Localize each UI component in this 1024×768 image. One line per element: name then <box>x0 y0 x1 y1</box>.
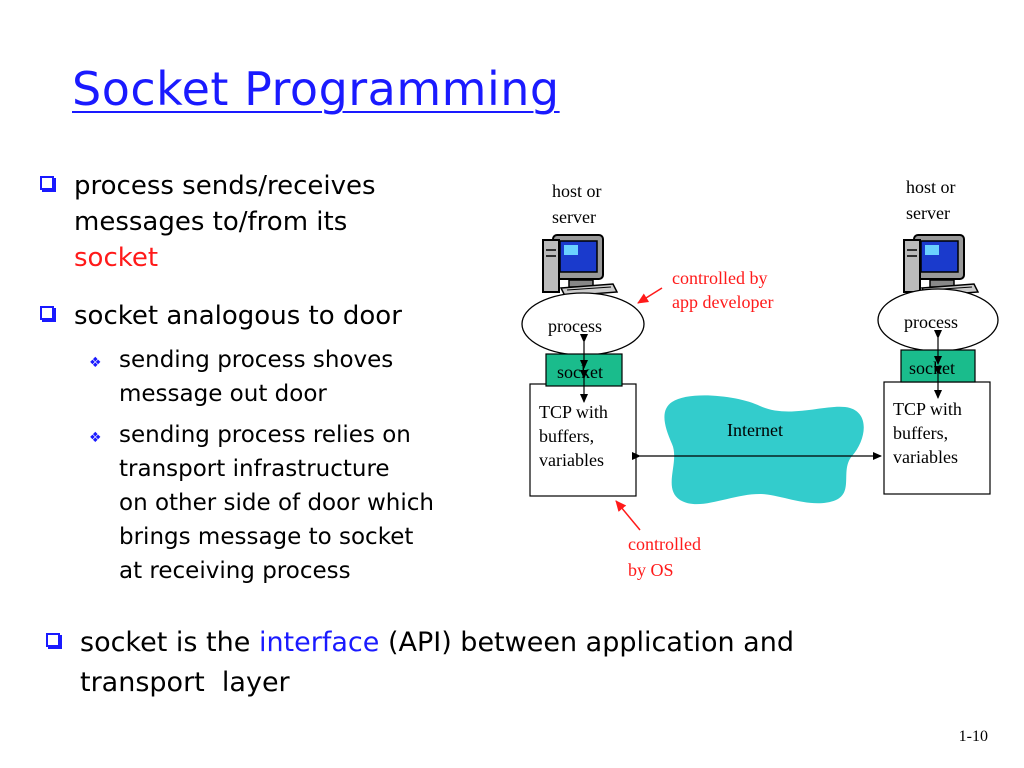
sub-2-line-4: brings message to socket <box>119 524 414 550</box>
right-host-line-2: server <box>906 203 950 223</box>
square-bullet-icon <box>40 306 54 320</box>
left-tcp-line-1: TCP with <box>539 402 608 422</box>
bullet-3-pre: socket is the <box>80 627 259 658</box>
os-pointer-arrow <box>615 500 641 531</box>
app-developer-pointer-arrow <box>637 287 663 304</box>
internet-label: Internet <box>727 420 783 440</box>
right-tcp-line-3: variables <box>893 447 958 467</box>
bullet-3-line-2: transport layer <box>80 667 290 698</box>
square-bullet-icon <box>40 176 54 190</box>
square-bullet-icon <box>46 633 60 647</box>
bullet-1-line-2: messages to/from its <box>74 207 348 237</box>
sub-bullet-relies: ❖ sending process relies on transport in… <box>89 418 434 588</box>
diamond-bullet-icon: ❖ <box>89 355 102 371</box>
sub-1-line-1: sending process shoves <box>119 347 394 373</box>
internet-cloud <box>664 395 864 505</box>
slide-number: 1-10 <box>958 728 988 745</box>
right-host-line-1: host or <box>906 177 956 197</box>
diamond-bullet-icon: ❖ <box>89 430 102 446</box>
bullet-interface: socket is the interface (API) between ap… <box>46 623 794 703</box>
sub-2-line-1: sending process relies on <box>119 422 411 448</box>
left-host-line-1: host or <box>552 181 602 201</box>
sub-2-line-5: at receiving process <box>119 558 351 584</box>
right-tcp-line-1: TCP with <box>893 399 962 419</box>
bullet-process-sends: process sends/receives messages to/from … <box>40 168 376 276</box>
bullet-3-post: (API) between application and <box>379 627 794 658</box>
sub-2-line-2: transport infrastructure <box>119 456 390 482</box>
bullet-2-text: socket analogous to door <box>74 301 402 331</box>
left-host-label: host or server <box>552 178 602 230</box>
ctrl-os-line-1: controlled <box>628 534 701 554</box>
left-host-line-2: server <box>552 207 596 227</box>
right-tcp-line-2: buffers, <box>893 423 949 443</box>
right-computer-icon <box>903 234 980 297</box>
ctrl-os-line-2: by OS <box>628 560 674 580</box>
left-computer-icon <box>542 234 619 297</box>
sub-1-line-2: message out door <box>119 381 327 407</box>
ctrl-app-line-1: controlled by <box>672 268 768 288</box>
right-tcp-label: TCP with buffers, variables <box>893 397 962 469</box>
bullet-1-line-3: socket <box>74 243 159 273</box>
slide-title: Socket Programming <box>72 62 560 116</box>
bullet-3-line-1: socket is the interface (API) between ap… <box>80 623 794 663</box>
bullet-3-emphasis: interface <box>258 627 380 658</box>
sub-2-line-3: on other side of door which <box>119 490 434 516</box>
left-tcp-line-3: variables <box>539 450 604 470</box>
bullet-socket-door: socket analogous to door <box>40 298 402 334</box>
sub-bullet-shoves: ❖ sending process shoves message out doo… <box>89 343 394 411</box>
right-host-label: host or server <box>906 174 956 226</box>
left-socket-label: socket <box>557 362 603 382</box>
right-process-label: process <box>904 312 958 332</box>
left-process-label: process <box>548 316 602 336</box>
left-tcp-label: TCP with buffers, variables <box>539 400 608 472</box>
right-tcp-box <box>883 381 991 495</box>
left-tcp-line-2: buffers, <box>539 426 595 446</box>
ctrl-app-line-2: app developer <box>672 292 774 312</box>
controlled-by-app-label: controlled by app developer <box>672 266 773 314</box>
controlled-by-os-label: controlled by OS <box>628 531 701 583</box>
bullet-1-line-1: process sends/receives <box>74 171 376 201</box>
right-socket-label: socket <box>909 358 955 378</box>
